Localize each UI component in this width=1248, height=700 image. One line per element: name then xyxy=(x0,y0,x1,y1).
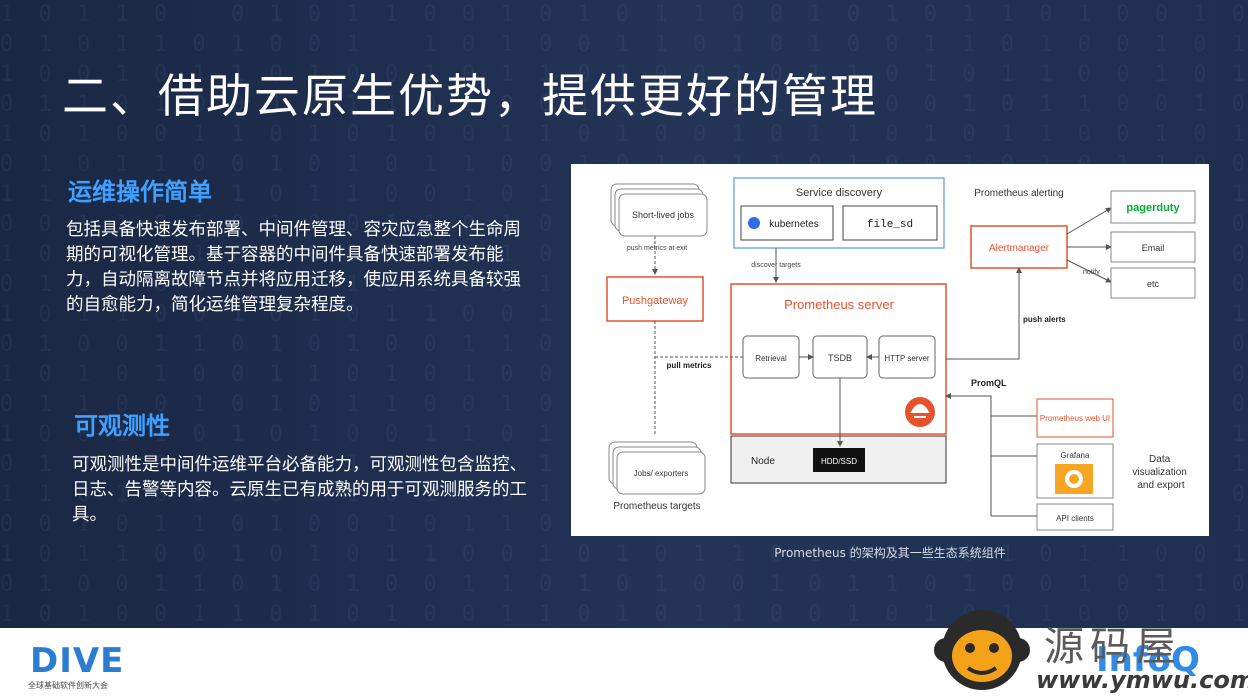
prometheus-alerting-label: Prometheus alerting xyxy=(974,188,1064,199)
jobs-exporters-label: Jobs/ exporters xyxy=(634,469,689,478)
monkey-watermark-icon xyxy=(934,610,1030,690)
notify-label: notify xyxy=(1083,269,1100,276)
section-body-ops: 包括具备快速发布部署、中间件管理、容灾应急整个生命周期的可视化管理。基于容器的中… xyxy=(66,220,521,315)
footer-bar xyxy=(0,628,1248,700)
slide-title: 二、借助云原生优势，提供更好的管理 xyxy=(62,69,878,123)
watermark-site-name: 源码屋 xyxy=(1044,624,1182,670)
pagerduty-label: pagerduty xyxy=(1126,202,1180,214)
kubernetes-icon xyxy=(748,217,760,229)
pagerduty-box xyxy=(1110,190,1196,224)
promql-label: PromQL xyxy=(971,378,1007,388)
diagram-caption: Prometheus 的架构及其一些生态系统组件 xyxy=(774,546,1006,560)
retrieval-label: Retrieval xyxy=(755,354,787,363)
push-alerts-label: push alerts xyxy=(1023,315,1066,324)
dive-logo: DIVE xyxy=(30,641,125,681)
service-discovery-label: Service discovery xyxy=(796,187,883,199)
push-metrics-label: push metrics at exit xyxy=(627,245,687,252)
data-visualization-label: Data visualization and export xyxy=(1132,454,1189,491)
http-server-label: HTTP server xyxy=(884,354,930,363)
node-label: Node xyxy=(751,456,775,467)
prometheus-web-ui-label: Prometheus web UI xyxy=(1040,414,1110,423)
prometheus-targets-label: Prometheus targets xyxy=(613,501,700,512)
pull-metrics-label: pull metrics xyxy=(667,361,712,370)
slide-background: 1 0 1 1 0 0 1 0 1 1 0 0 1 0 1 0 1 1 0 0 … xyxy=(0,0,1248,628)
discover-targets-label: discover targets xyxy=(751,262,801,269)
etc-label: etc xyxy=(1147,279,1160,289)
grafana-label: Grafana xyxy=(1061,451,1090,460)
hdd-ssd-label: HDD/SSD xyxy=(821,457,857,466)
prometheus-web-ui-box xyxy=(1036,398,1114,438)
section-heading-observability: 可观测性 xyxy=(74,412,170,440)
pushgateway-box xyxy=(606,276,704,322)
prometheus-server-label: Prometheus server xyxy=(784,297,894,312)
jobs-exporters-node: Jobs/ exporters xyxy=(608,441,706,495)
prometheus-architecture-diagram: Short-lived jobs push metrics at exit Pu… xyxy=(571,164,1209,536)
file-sd-label: file_sd xyxy=(867,219,913,231)
alertmanager-label: Alertmanager xyxy=(989,243,1050,254)
section-body-observability: 可观测性是中间件运维平台必备能力，可观测性包含监控、日志、告警等内容。云原生已有… xyxy=(72,455,527,525)
email-label: Email xyxy=(1142,243,1165,253)
short-lived-jobs-node: Short-lived jobs xyxy=(610,183,708,237)
api-clients-label: API clients xyxy=(1056,514,1094,523)
watermark-site-url: www.ymwu.com xyxy=(1036,666,1248,694)
dive-logo-subtitle: 全球基础软件创新大会 xyxy=(28,681,108,690)
kubernetes-label: kubernetes xyxy=(769,219,818,230)
tsdb-label: TSDB xyxy=(828,353,852,363)
pushgateway-label: Pushgateway xyxy=(622,295,689,307)
email-box xyxy=(1110,231,1196,263)
etc-box xyxy=(1110,267,1196,299)
short-lived-jobs-label: Short-lived jobs xyxy=(632,210,695,220)
api-clients-box xyxy=(1036,503,1114,531)
infoq-logo: InfoQ xyxy=(1096,640,1200,680)
section-heading-ops: 运维操作简单 xyxy=(68,178,212,206)
